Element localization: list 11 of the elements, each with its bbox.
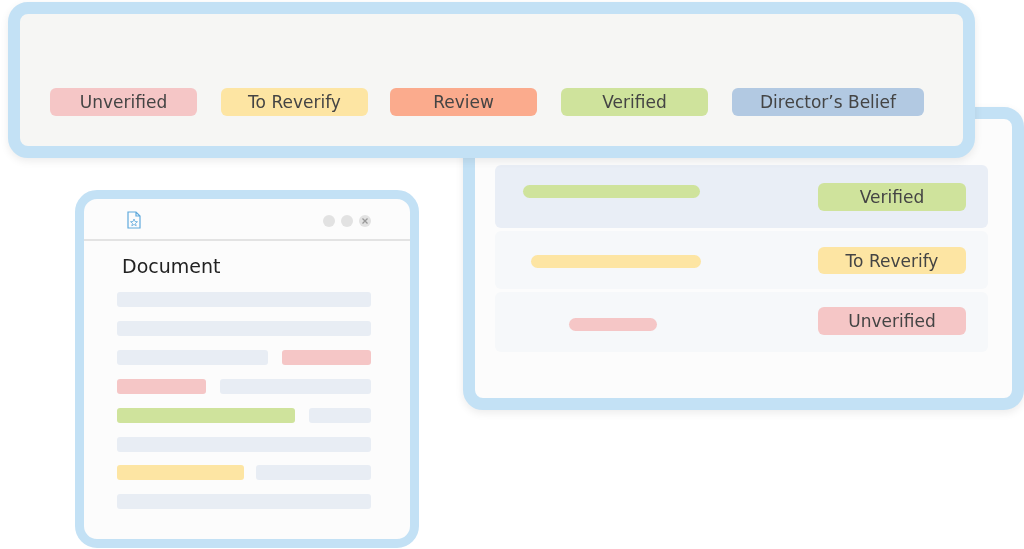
panel	[8, 2, 975, 158]
document-title: Document	[122, 255, 221, 277]
status-tag: Verified	[818, 183, 966, 211]
status-tag: Unverified	[818, 307, 966, 335]
document-window	[75, 190, 419, 548]
status-tag: Director’s Belief	[732, 88, 924, 116]
status-tag: Unverified	[50, 88, 197, 116]
status-tag: To Reverify	[818, 247, 966, 274]
status-tag: Review	[390, 88, 537, 116]
status-tag: To Reverify	[221, 88, 368, 116]
status-tag: Verified	[561, 88, 708, 116]
